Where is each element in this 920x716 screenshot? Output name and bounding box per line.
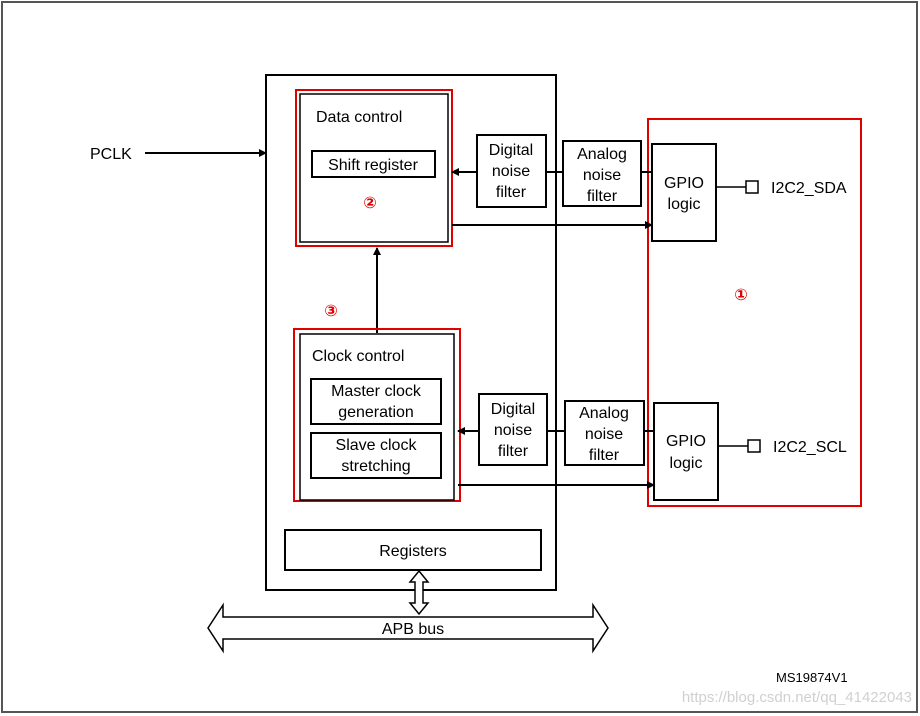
shift-register-label: Shift register [328,157,418,174]
scl-analog-line2: noise [585,426,623,443]
scl-digital-filter [478,393,548,466]
figure-id: MS19874V1 [776,670,848,685]
scl-pin-icon [747,439,761,453]
sda-gpio-logic [651,143,717,242]
scl-gpio-line2: logic [670,455,703,472]
shift-register-block [311,150,436,178]
scl-digital-line1: Digital [491,401,535,418]
slave-clock-line1: Slave clock [336,437,418,454]
scl-digital-line3: filter [498,443,529,460]
sda-digital-filter [476,134,547,208]
slave-clock-line2: stretching [341,458,410,475]
sda-analog-filter [562,140,642,207]
registers-block [284,529,542,571]
master-clock-line2: generation [338,404,414,421]
clock-control-title: Clock control [312,348,404,365]
sda-analog-line2: noise [583,167,621,184]
pclk-label: PCLK [90,146,132,163]
marker-1: ① [734,285,748,304]
registers-bus-arrow [408,569,430,616]
sda-digital-line2: noise [492,163,530,180]
scl-gpio-line1: GPIO [666,433,706,450]
slave-clock-block [310,432,442,479]
scl-digital-line2: noise [494,422,532,439]
scl-pin-label: I2C2_SCL [773,439,847,456]
i2c-peripheral-box [265,74,557,591]
clock-control-highlight [293,328,461,502]
sda-analog-line1: Analog [577,146,627,163]
apb-bus-arrow [207,602,609,654]
scl-analog-line1: Analog [579,405,629,422]
scl-analog-line3: filter [589,447,620,464]
marker-2: ② [363,193,377,212]
master-clock-block [310,378,442,425]
scl-analog-filter [564,400,645,466]
watermark: https://blog.csdn.net/qq_41422043 [682,689,912,706]
sda-gpio-line1: GPIO [664,175,704,192]
scl-gpio-logic [653,402,719,501]
gpio-highlight [647,118,862,507]
sda-analog-line3: filter [587,188,618,205]
registers-label: Registers [379,543,447,560]
sda-digital-line1: Digital [489,142,533,159]
apb-bus-label: APB bus [382,621,444,638]
sda-gpio-line2: logic [668,196,701,213]
marker-3: ③ [324,301,338,320]
data-control-title: Data control [316,109,402,126]
sda-digital-line3: filter [496,184,527,201]
master-clock-line1: Master clock [331,383,422,400]
sda-pin-label: I2C2_SDA [771,180,847,197]
sda-pin-icon [745,180,759,194]
